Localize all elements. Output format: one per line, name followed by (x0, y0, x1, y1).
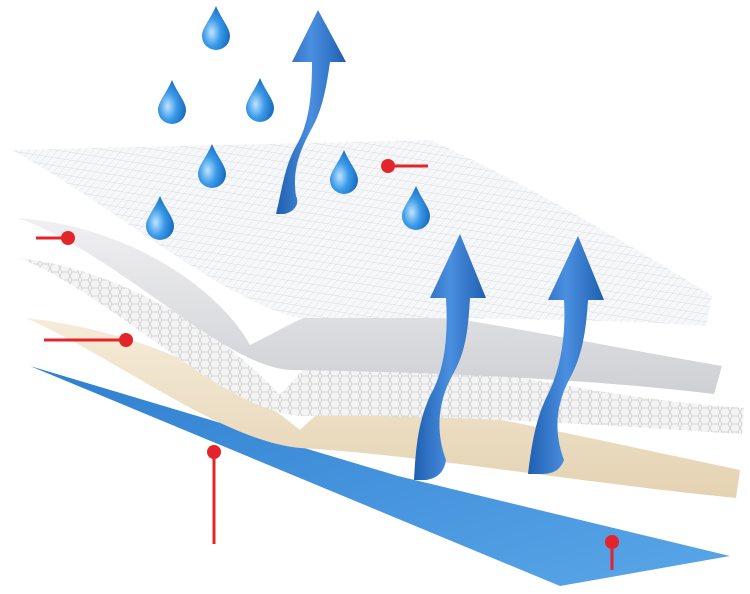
callout-pin-2 (36, 231, 75, 245)
blue-base-layer (30, 366, 730, 586)
water-drop-4 (198, 144, 226, 188)
callout-pin-3 (44, 333, 133, 347)
water-drop-3 (246, 78, 274, 122)
water-drop-2 (158, 80, 186, 124)
grey-layer (18, 218, 722, 394)
callout-pin-1 (381, 159, 428, 173)
water-drop-7 (402, 186, 430, 230)
water-drop-1 (202, 6, 230, 50)
water-drop-6 (146, 196, 174, 240)
vapor-arrow-1 (276, 10, 346, 214)
callout-pin-4 (207, 445, 221, 544)
vapor-arrow-2 (414, 234, 486, 480)
top-mesh-grid (12, 140, 712, 326)
vapor-arrow-3 (528, 236, 604, 474)
callout-pin-5 (605, 535, 619, 570)
water-drop-5 (330, 150, 358, 194)
